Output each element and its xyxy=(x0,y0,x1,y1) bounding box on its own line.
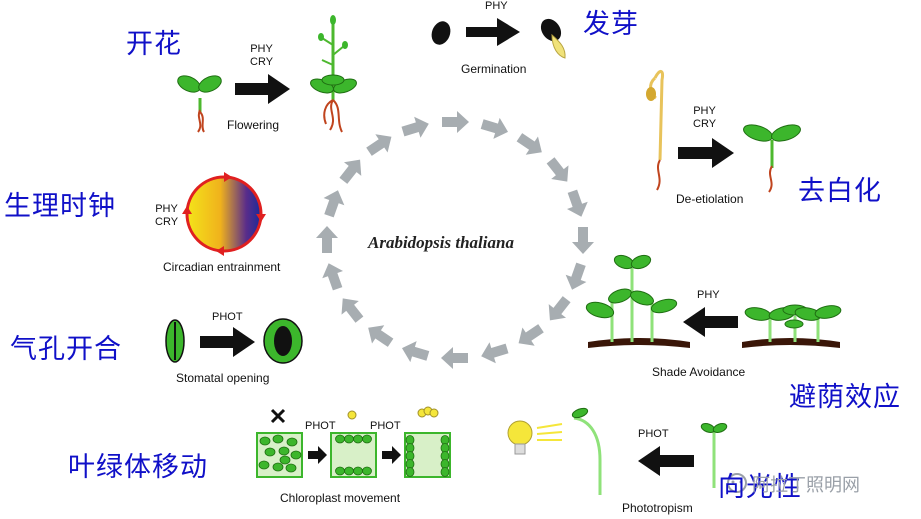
chloroplast-dot xyxy=(290,450,302,460)
cycle-arrow xyxy=(565,262,587,290)
chloroplast-dot xyxy=(440,467,450,477)
chloroplast-dot xyxy=(272,434,284,444)
cycle-arrow xyxy=(341,298,364,323)
flowering-arrow xyxy=(235,74,290,104)
shade-arrow xyxy=(683,307,738,337)
chloroplast-dot xyxy=(353,466,363,476)
cycle-arrow xyxy=(516,133,542,155)
receptors-stomatal: PHOT xyxy=(212,311,243,324)
chloroplast-dot xyxy=(362,466,372,476)
cycle-arrow xyxy=(480,117,509,139)
cycle-arrow xyxy=(572,227,594,254)
chloroplast-dot xyxy=(259,436,271,446)
shade-avoidance-illustration xyxy=(585,254,842,348)
receptor-label: PHY xyxy=(250,43,273,55)
chloroplast-dot xyxy=(279,455,291,465)
receptor-label: CRY xyxy=(250,56,274,68)
flowering-illustration xyxy=(177,15,357,133)
chloroplast-illustration xyxy=(256,406,451,478)
phototropism-arrow xyxy=(638,446,694,476)
cycle-arrow xyxy=(566,189,588,217)
chloroplast-dot xyxy=(264,447,276,457)
receptors-chloroplast-2: PHOT xyxy=(370,420,401,433)
receptors-flowering: PHY CRY xyxy=(250,43,273,69)
caption-chloroplast: Chloroplast movement xyxy=(280,491,401,505)
germination-illustration xyxy=(431,18,566,59)
chloroplast-dot xyxy=(285,463,297,473)
cycle-arrows xyxy=(316,111,594,369)
wechat-logo xyxy=(727,473,747,493)
chloroplast-dot xyxy=(344,434,354,444)
receptors-chloroplast-1: PHOT xyxy=(305,420,336,433)
receptor-label: PHY xyxy=(693,105,716,117)
label-zh-circadian: 生理时钟 xyxy=(4,191,116,222)
receptor-label: PHY xyxy=(155,203,178,215)
cycle-arrow xyxy=(442,111,469,133)
receptor-label: PHY xyxy=(697,289,720,301)
cycle-arrow xyxy=(401,341,430,363)
chloroplast-dot xyxy=(272,462,284,472)
receptor-label: PHY xyxy=(485,0,508,12)
cycle-arrow xyxy=(518,324,544,346)
caption-deetiolation: De-etiolation xyxy=(676,192,744,206)
cycle-arrow xyxy=(548,296,571,321)
chloroplast-dot xyxy=(335,466,345,476)
label-zh-deetiolation: 去白化 xyxy=(798,176,882,207)
chloroplast-dot xyxy=(353,434,363,444)
watermark-text: 阿拉丁照明网 xyxy=(752,475,860,496)
label-zh-stomatal: 气孔开合 xyxy=(10,334,122,365)
germination-arrow xyxy=(466,18,520,46)
receptors-phototropism: PHOT xyxy=(638,428,669,441)
chloroplast-dot xyxy=(335,434,345,444)
cycle-arrow xyxy=(316,226,338,253)
cycle-arrow xyxy=(481,342,509,364)
label-zh-flowering: 开花 xyxy=(126,29,182,60)
caption-shade: Shade Avoidance xyxy=(652,365,746,379)
center-title: Arabidopsis thaliana xyxy=(368,233,514,252)
label-zh-shade: 避荫效应 xyxy=(789,382,901,413)
receptor-label: PHOT xyxy=(370,420,401,432)
caption-stomatal: Stomatal opening xyxy=(176,371,270,385)
stomatal-illustration xyxy=(165,318,303,364)
receptor-label: PHOT xyxy=(212,311,243,323)
chloroplast-dot xyxy=(286,437,298,447)
cycle-arrow xyxy=(441,347,468,369)
deetiolation-illustration xyxy=(646,70,801,193)
receptors-deetiolation: PHY CRY xyxy=(693,105,716,131)
deetiolation-arrow xyxy=(678,138,734,168)
cycle-arrow xyxy=(401,116,429,138)
label-zh-germination: 发芽 xyxy=(583,9,639,40)
cycle-arrow xyxy=(366,134,392,156)
cycle-arrow xyxy=(546,157,569,182)
chloroplast-dot xyxy=(344,466,354,476)
cycle-arrow xyxy=(339,159,362,184)
receptors-circadian: PHY CRY xyxy=(155,203,178,229)
label-zh-chloroplast: 叶绿体移动 xyxy=(68,452,208,483)
phototropism-illustration xyxy=(507,407,728,495)
caption-germination: Germination xyxy=(461,62,527,76)
cycle-arrow xyxy=(323,190,345,218)
receptor-label: PHOT xyxy=(638,428,669,440)
label-zh-phototropism: 向光性 xyxy=(718,472,802,503)
receptor-label: CRY xyxy=(155,216,179,228)
chloroplast-dot xyxy=(362,434,372,444)
receptor-label: CRY xyxy=(693,118,717,130)
caption-flowering: Flowering xyxy=(227,118,280,132)
chloroplast-dot xyxy=(258,460,270,470)
stomatal-arrow xyxy=(200,327,255,357)
chloroplast-dot xyxy=(405,467,415,477)
cycle-arrow xyxy=(368,325,394,347)
caption-circadian: Circadian entrainment xyxy=(163,260,281,274)
caption-phototropism: Phototropism xyxy=(622,501,693,515)
circadian-clock-illustration xyxy=(182,172,266,256)
chloroplast-dot xyxy=(278,446,290,456)
cycle-arrow xyxy=(322,263,344,291)
receptors-germination: PHY xyxy=(485,0,508,13)
receptor-label: PHOT xyxy=(305,420,336,432)
receptors-shade: PHY xyxy=(697,289,720,302)
